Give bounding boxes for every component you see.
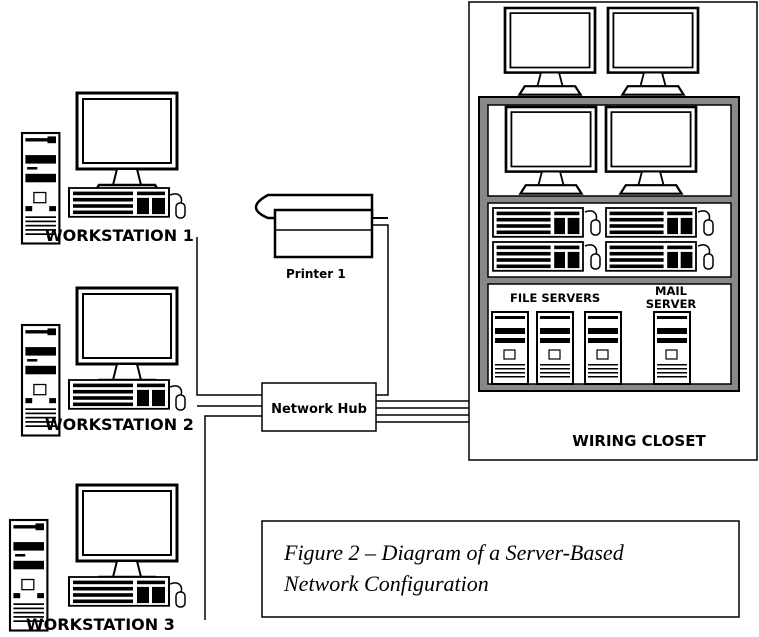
hub-box [261,382,377,432]
workstation-2: WORKSTATION 2 [20,286,194,437]
network-hub: Network Hub [261,382,377,432]
file-server-icon [536,311,574,385]
mouse-icon [169,582,186,608]
hub-label: Network Hub [271,402,367,417]
monitor-icon [75,91,179,197]
caption-box [261,520,740,618]
workstation-1: WORKSTATION 1 [20,91,194,245]
cable-workstation-3 [204,415,262,620]
mouse-icon [169,385,186,411]
keyboard-icon [68,576,170,607]
caption-line-2: Network Configuration [283,571,489,596]
wiring-closet-label: WIRING CLOSET [572,432,706,450]
mail-server-label-line1: MAIL [655,284,688,298]
workstation-1-label: WORKSTATION 1 [45,226,194,245]
workstation-3: WORKSTATION 3 [8,483,186,634]
mail-server-label-line2: SERVER [646,297,697,311]
keyboard-icon [605,207,697,238]
workstation-2-label: WORKSTATION 2 [45,415,194,434]
monitor-icon [75,483,179,589]
caption-line-1: Figure 2 – Diagram of a Server-Based [283,540,625,565]
file-server-icon [584,311,622,385]
figure-caption: Figure 2 – Diagram of a Server-Based Net… [261,520,740,618]
file-server-icon [491,311,529,385]
mouse-icon [169,193,186,219]
keyboard-icon [68,187,170,218]
mail-server-icon [653,311,691,385]
keyboard-icon [492,241,584,272]
wiring-closet: FILE SERVERS MAIL SERVER WIRING CLOSET [468,1,758,461]
printer-label: Printer 1 [286,267,346,281]
printer-1: Printer 1 [254,193,388,281]
printer-icon [254,193,388,259]
desktop-tower-icon [8,518,49,632]
monitor-icon [75,286,179,392]
cable-printer [372,224,389,396]
workstation-3-label: WORKSTATION 3 [26,615,175,634]
cable-workstation-1 [196,237,262,396]
keyboard-icon [605,241,697,272]
keyboard-icon [492,207,584,238]
file-servers-label: FILE SERVERS [510,291,600,305]
keyboard-icon [68,379,170,410]
